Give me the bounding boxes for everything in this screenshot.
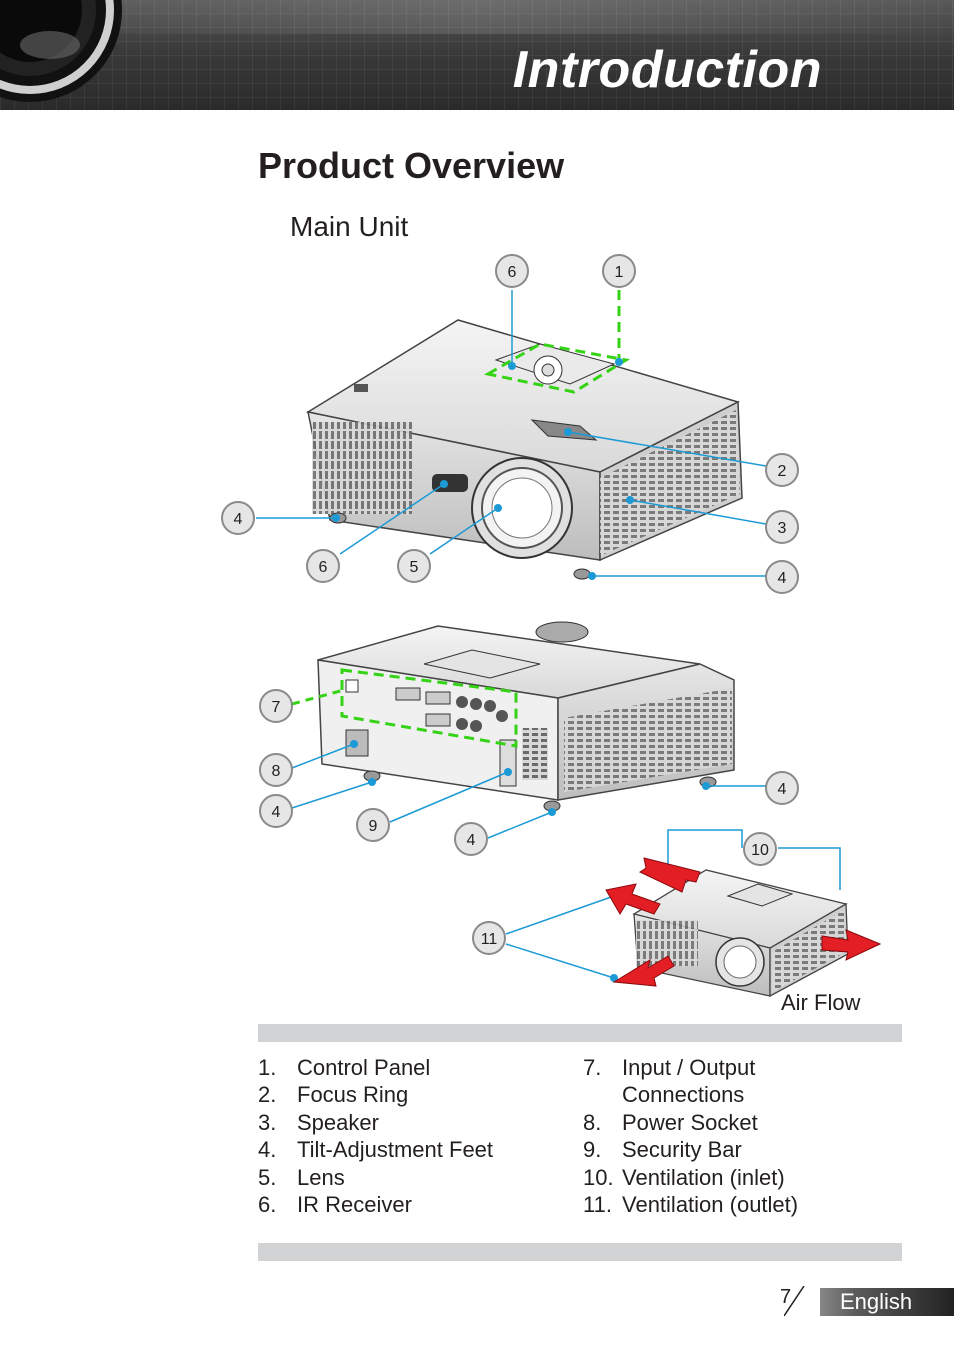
language-tab — [804, 1288, 954, 1316]
page-number: 7 — [780, 1286, 792, 1308]
legend-text: Power Socket — [622, 1109, 758, 1135]
callout-circle — [454, 822, 488, 856]
legend-item: 6. IR Receiver — [258, 1191, 527, 1218]
legend-number: 7. — [583, 1055, 602, 1080]
legend-text: Lens — [297, 1164, 345, 1190]
legend-item: 11. Ventilation (outlet) — [583, 1191, 822, 1218]
legend-item: 4. Tilt-Adjustment Feet — [258, 1136, 527, 1163]
callout-circle — [259, 753, 293, 787]
callout-circle — [765, 453, 799, 487]
legend-top-bar — [258, 1024, 902, 1042]
lens-decoration-icon — [0, 0, 122, 102]
legend-text: Focus Ring — [297, 1082, 409, 1108]
callout-circle — [765, 510, 799, 544]
legend-list-right: 7. Input / Output Connections 8. Power Soc… — [583, 1054, 822, 1218]
section-subtitle: Main Unit — [290, 211, 409, 242]
callout-number: 10 — [751, 842, 769, 859]
page-footer: 7 English — [774, 1286, 954, 1318]
callout-circle — [221, 501, 255, 535]
legend-text: Ventilation (outlet) — [622, 1192, 799, 1218]
legend-number: 1. — [258, 1055, 277, 1080]
page-header: Introduction — [0, 0, 954, 110]
projector-front-view — [305, 319, 743, 580]
legend-number: 10. — [583, 1164, 614, 1190]
legend-number: 6. — [258, 1192, 277, 1218]
callout-number: 1 — [615, 264, 624, 281]
callout-circle — [397, 549, 431, 583]
legend-number: 8. — [583, 1109, 602, 1135]
callout-number: 4 — [778, 570, 787, 587]
legend-item: 9. Security Bar — [583, 1136, 822, 1163]
projector-rear-view — [317, 621, 735, 812]
callout-number: 4 — [467, 832, 476, 849]
callout-circle — [306, 549, 340, 583]
footer-slant-icon — [784, 1286, 820, 1316]
legend-text: Ventilation (inlet) — [622, 1164, 785, 1190]
legend-text: Input / Output Connections — [622, 1055, 756, 1108]
callout-number: 2 — [778, 463, 787, 480]
callout-circle — [765, 560, 799, 594]
callout-markers: 6 1 2 3 4 4 6 5 7 8 4 9 4 4 10 11 — [221, 254, 799, 955]
chapter-title: Introduction — [512, 41, 822, 99]
callout-number: 6 — [508, 264, 517, 281]
legend-item: 2. Focus Ring — [258, 1081, 527, 1108]
callout-number: 6 — [319, 559, 328, 576]
legend-item: 7. Input / Output Connections — [583, 1054, 822, 1109]
legend-item: 10. Ventilation (inlet) — [583, 1164, 822, 1191]
legend-number: 2. — [258, 1082, 277, 1108]
airflow-label: Air Flow — [781, 990, 861, 1015]
callout-number: 5 — [410, 559, 419, 576]
legend-number: 4. — [258, 1137, 277, 1163]
legend-list-left: 1. Control Panel 2. Focus Ring 3. Speaker 4… — [258, 1054, 527, 1218]
callout-number: 8 — [272, 763, 281, 780]
legend-bottom-bar — [258, 1243, 902, 1261]
legend-text: Control Panel — [297, 1055, 431, 1080]
legend-item: 8. Power Socket — [583, 1109, 822, 1136]
airflow-arrows-icon — [605, 857, 882, 987]
callout-circle — [495, 254, 529, 288]
legend-text: Security Bar — [622, 1137, 742, 1163]
legend-item: 3. Speaker — [258, 1109, 527, 1136]
legend-item: 1. Control Panel — [258, 1054, 527, 1081]
callout-number: 7 — [272, 699, 281, 716]
legend-number: 9. — [583, 1137, 602, 1163]
callout-number: 11 — [481, 931, 498, 948]
callout-circle — [765, 771, 799, 805]
legend-number: 11. — [583, 1192, 612, 1218]
legend-number: 5. — [258, 1164, 277, 1190]
callout-number: 4 — [778, 781, 787, 798]
legend-text: IR Receiver — [297, 1192, 412, 1218]
callout-number: 4 — [234, 511, 243, 528]
legend-text: Speaker — [297, 1109, 379, 1135]
legend-number: 3. — [258, 1109, 277, 1135]
callout-number: 4 — [272, 804, 281, 821]
legend-item: 5. Lens — [258, 1164, 527, 1191]
projector-airflow-view — [632, 869, 849, 998]
callout-number: 9 — [369, 818, 378, 835]
language-label: English — [840, 1289, 913, 1314]
callout-number: 3 — [778, 520, 787, 537]
callout-circle — [602, 254, 636, 288]
callout-circle — [472, 921, 506, 955]
legend-text: Tilt-Adjustment Feet — [297, 1137, 494, 1163]
callout-circle — [743, 832, 777, 866]
callout-circle — [356, 808, 390, 842]
callout-circle — [259, 689, 293, 723]
callout-circle — [259, 794, 293, 828]
page-title: Product Overview — [258, 145, 565, 186]
